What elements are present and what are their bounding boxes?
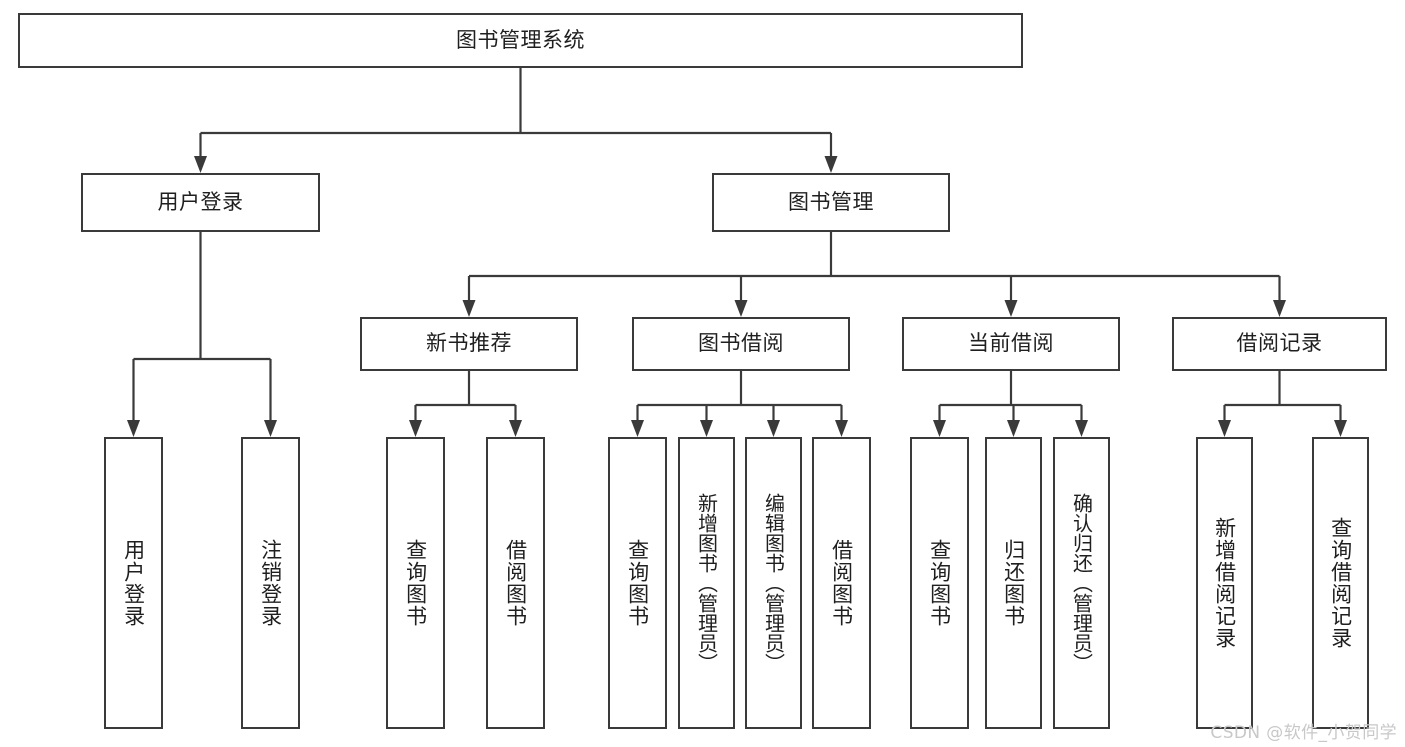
node-book-manage[interactable]: 图书管理 [712,173,950,232]
node-leaf-query-book-3[interactable]: 查询图书 [910,437,969,729]
node-label-leaf-user-login: 用户登录 [121,539,146,627]
node-label-book-borrow: 图书借阅 [698,331,784,356]
node-label-leaf-query-book-2: 查询图书 [625,539,650,627]
node-label-root: 图书管理系统 [456,27,585,52]
node-leaf-query-book-1[interactable]: 查询图书 [386,437,445,729]
node-label-leaf-query-book-3: 查询图书 [927,539,952,627]
arrow-head-leaf-borrow-book-1 [509,420,522,437]
node-label-user-login: 用户登录 [157,189,244,214]
node-label-leaf-borrow-book-2: 借阅图书 [829,539,854,627]
node-current-borrow[interactable]: 当前借阅 [902,317,1120,371]
node-label-leaf-user-logout: 注销登录 [258,539,283,627]
node-leaf-add-book[interactable]: 新增图书（管理员） [678,437,735,729]
arrow-head-leaf-edit-book [767,420,780,437]
node-new-book-recommend[interactable]: 新书推荐 [360,317,578,371]
node-root[interactable]: 图书管理系统 [18,13,1023,68]
arrow-head-leaf-user-login [127,420,140,437]
node-user-login[interactable]: 用户登录 [81,173,320,232]
node-label-borrow-record: 借阅记录 [1236,331,1323,356]
arrow-head-user-login [194,156,207,173]
arrow-head-leaf-query-record [1334,420,1347,437]
node-label-leaf-borrow-book-1: 借阅图书 [503,539,528,627]
node-borrow-record[interactable]: 借阅记录 [1172,317,1387,371]
node-label-new-book-recommend: 新书推荐 [426,331,512,356]
arrow-head-book-manage [824,156,838,173]
arrow-head-borrow-record [1273,300,1286,317]
node-leaf-borrow-book-2[interactable]: 借阅图书 [812,437,871,729]
node-leaf-edit-book[interactable]: 编辑图书（管理员） [745,437,802,729]
arrow-head-leaf-confirm-return [1075,420,1088,437]
watermark-text: CSDN @软件_小贺同学 [1210,723,1397,743]
node-leaf-return-book[interactable]: 归还图书 [985,437,1042,729]
arrow-head-leaf-query-book-3 [933,420,946,437]
arrow-head-leaf-return-book [1007,420,1020,437]
arrow-head-current-borrow [1004,300,1018,317]
node-leaf-borrow-book-1[interactable]: 借阅图书 [486,437,545,729]
node-leaf-user-logout[interactable]: 注销登录 [241,437,300,729]
node-label-leaf-return-book: 归还图书 [1001,539,1026,627]
arrow-head-leaf-query-book-2 [631,420,644,437]
arrow-head-book-borrow [734,300,748,317]
node-leaf-query-record[interactable]: 查询借阅记录 [1312,437,1369,729]
node-label-leaf-query-record: 查询借阅记录 [1328,517,1353,649]
node-label-leaf-add-record: 新增借阅记录 [1212,517,1237,649]
node-label-leaf-edit-book: 编辑图书（管理员） [761,493,786,673]
node-label-book-manage: 图书管理 [788,189,874,214]
node-leaf-add-record[interactable]: 新增借阅记录 [1196,437,1253,729]
arrow-head-leaf-add-book [700,420,713,437]
node-label-current-borrow: 当前借阅 [968,331,1054,356]
node-book-borrow[interactable]: 图书借阅 [632,317,850,371]
node-label-leaf-query-book-1: 查询图书 [403,539,428,627]
node-label-leaf-confirm-return: 确认归还（管理员） [1069,493,1094,673]
arrow-head-leaf-borrow-book-2 [835,420,848,437]
node-leaf-user-login[interactable]: 用户登录 [104,437,163,729]
node-label-leaf-add-book: 新增图书（管理员） [694,493,719,673]
node-leaf-query-book-2[interactable]: 查询图书 [608,437,667,729]
arrow-head-leaf-query-book-1 [409,420,422,437]
arrow-head-new-book-recommend [462,300,476,317]
node-leaf-confirm-return[interactable]: 确认归还（管理员） [1053,437,1110,729]
arrow-head-leaf-add-record [1218,420,1231,437]
arrow-head-leaf-user-logout [264,420,277,437]
